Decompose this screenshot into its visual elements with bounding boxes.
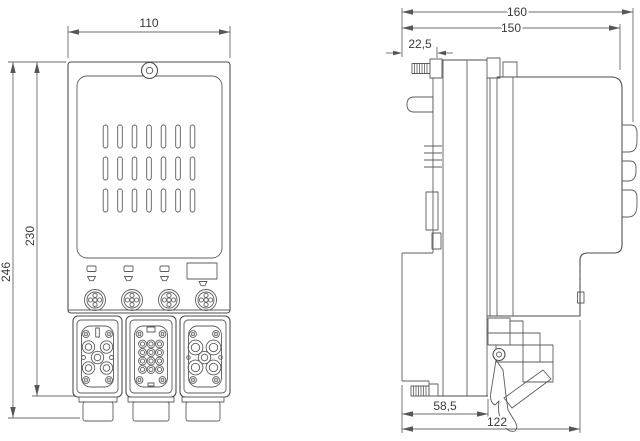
- side-top-offset-dimension: 22,5: [386, 35, 453, 58]
- front-width-dimension: 110: [67, 14, 231, 58]
- side-top-offset-dim-label: 22,5: [408, 37, 432, 51]
- side-body-depth-dim-label: 150: [501, 21, 521, 35]
- m12-socket-3: [158, 289, 180, 311]
- cable-glands: [78, 396, 225, 422]
- side-body-depth-dimension: 150: [402, 19, 621, 70]
- front-body-height-dim-label: 230: [23, 226, 37, 246]
- side-body-profile: [486, 57, 638, 317]
- label-plate-indicator: [198, 281, 208, 287]
- bottom-screw-head: [428, 383, 439, 397]
- m12-socket-2: [121, 289, 143, 311]
- m12-socket-1: [84, 289, 106, 311]
- front-view-drawing: 110 246 230: [0, 14, 231, 422]
- front-face-bumps: [621, 124, 638, 218]
- side-plate-depth-dim-label: 58,5: [433, 399, 457, 413]
- led-indicator-2: [123, 265, 134, 282]
- side-plate-depth-dimension: 58,5: [401, 385, 489, 433]
- side-lower-depth-dim-label: 122: [487, 415, 507, 429]
- front-body-height-dimension: 230: [21, 62, 76, 397]
- power-connector: [72, 315, 123, 398]
- mounting-hole: [140, 61, 159, 80]
- cooling-fins: [424, 145, 442, 168]
- motor-connector: [179, 315, 231, 398]
- led-indicator-3: [159, 265, 170, 282]
- mounting-tab: [406, 96, 434, 113]
- m12-socket-4: [195, 289, 217, 311]
- top-screw-threads: [411, 63, 431, 74]
- m12-socket-row: [84, 289, 217, 311]
- front-overall-height-dim-label: 246: [0, 262, 13, 282]
- side-overall-depth-dimension: 160: [401, 3, 634, 122]
- top-screw-head: [429, 58, 443, 79]
- indicator-section: [86, 262, 218, 287]
- din-rail-slide: [425, 191, 439, 231]
- bottom-screw-threads: [410, 385, 430, 397]
- rear-mounting-plate: [401, 58, 488, 397]
- latch-pivot: [492, 347, 506, 362]
- vent-slot-grid: [102, 124, 196, 213]
- connector-block-latch: [487, 317, 554, 432]
- side-lower-depth-dimension: 122: [402, 320, 581, 433]
- device-front-housing: [67, 61, 231, 314]
- side-overall-depth-dim-label: 160: [507, 5, 527, 19]
- label-plate: [186, 262, 218, 280]
- signal-connector: [125, 315, 177, 398]
- top-clip: [486, 57, 501, 79]
- led-indicator-1: [86, 265, 97, 282]
- latch-arm: [503, 369, 552, 409]
- side-view-drawing: 160 150 22,5: [386, 3, 638, 433]
- latch-hook: [490, 359, 518, 432]
- front-overall-height-dimension: 246: [0, 61, 80, 419]
- front-width-dim-label: 110: [139, 16, 158, 30]
